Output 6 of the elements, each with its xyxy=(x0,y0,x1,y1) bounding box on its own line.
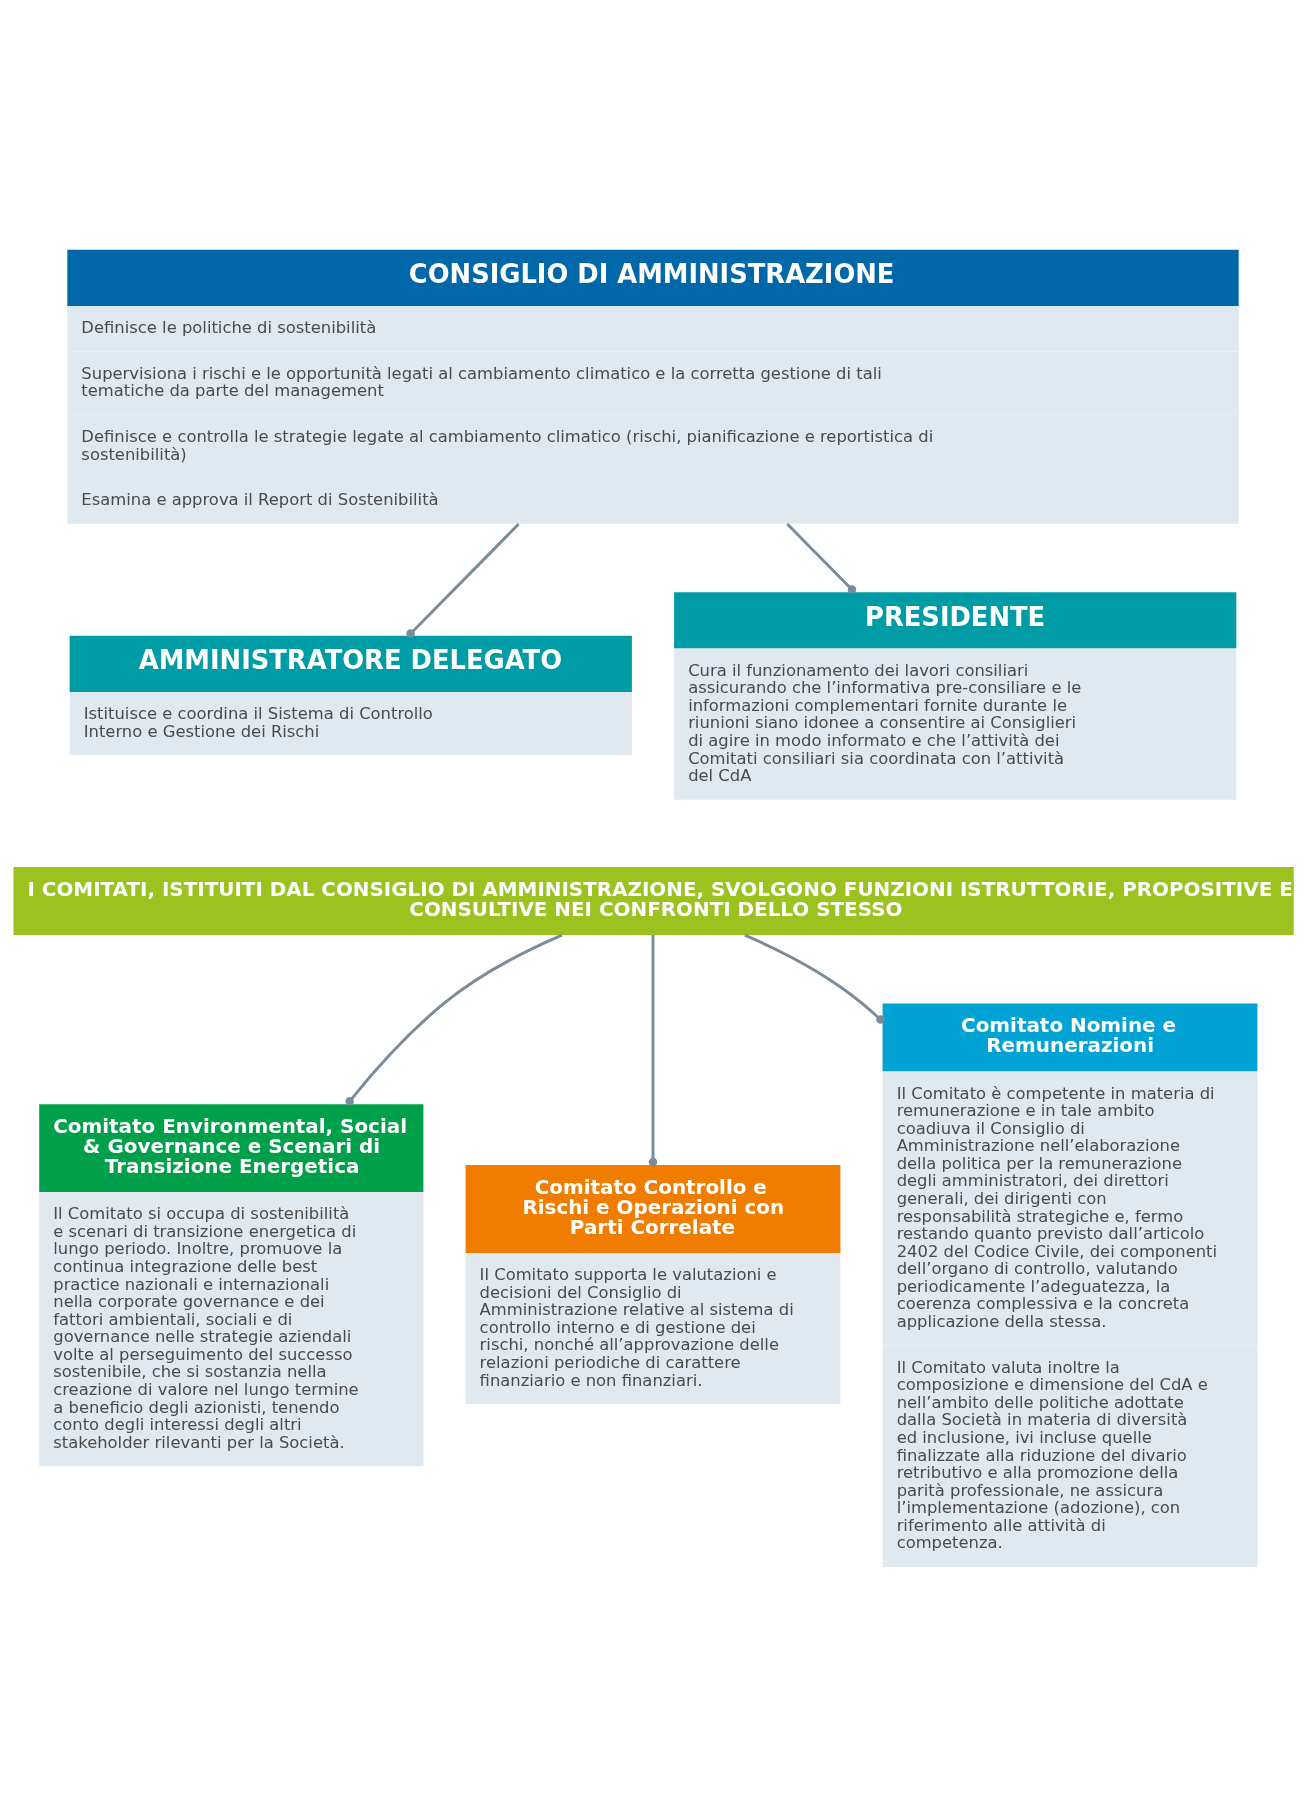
node-box: I COMITATI, ISTITUITI DAL CONSIGLIO DI AMMINISTRAZIONE, SVOLGONO FUNZIONI ISTRUTTORIE, PROPOSITIVE E CONSULTIVE NEI CONFRONTI DELLO STESSO xyxy=(13,867,1294,935)
connector xyxy=(744,933,885,1024)
connector xyxy=(786,523,857,594)
connector xyxy=(345,933,563,1106)
connector xyxy=(406,523,520,638)
connector xyxy=(648,935,658,1167)
